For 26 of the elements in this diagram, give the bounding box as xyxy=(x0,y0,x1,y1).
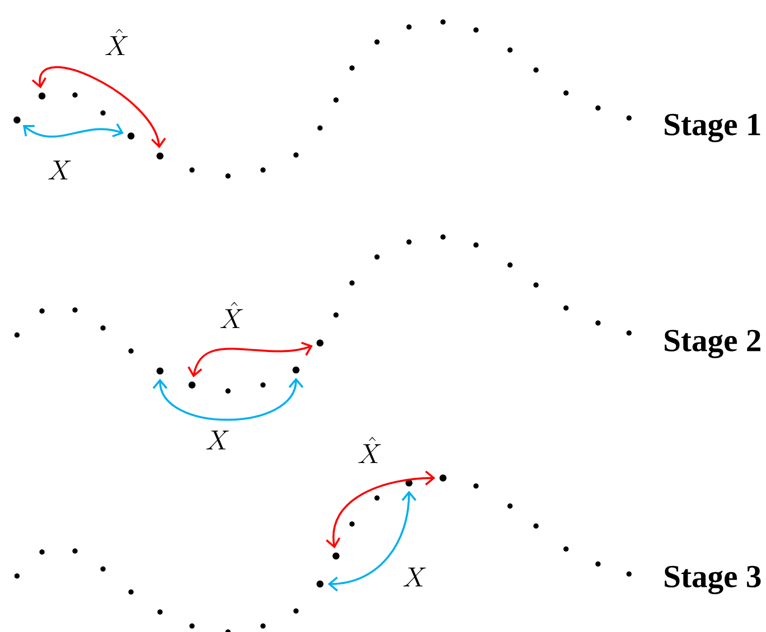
stage-label: Stage 3 xyxy=(664,566,761,594)
dot xyxy=(440,474,446,482)
dot xyxy=(316,340,324,346)
edge-label: $X$ xyxy=(204,429,232,451)
dot xyxy=(38,92,46,100)
curved-arrow xyxy=(188,342,313,378)
edge-label: $\hat{X}$ xyxy=(218,300,246,330)
dot xyxy=(128,132,134,140)
dot xyxy=(156,152,164,160)
curved-arrow xyxy=(328,490,416,592)
curved-arrow xyxy=(326,470,436,548)
edge-label: $\hat{X}$ xyxy=(103,28,131,56)
edge-label: $X$ xyxy=(401,566,429,588)
dot xyxy=(14,116,20,124)
curved-arrow xyxy=(152,378,304,421)
dot xyxy=(292,366,300,374)
stage-label: Stage 2 xyxy=(664,330,760,358)
stage-label: Stage 1 xyxy=(664,114,760,142)
curved-arrow xyxy=(22,123,124,138)
edge-label: $X$ xyxy=(46,159,74,181)
dot xyxy=(188,382,196,388)
curved-arrow xyxy=(32,66,166,148)
dot xyxy=(406,480,412,486)
dot xyxy=(316,580,324,588)
edge-label: $\hat{X}$ xyxy=(356,436,384,464)
dot xyxy=(156,368,164,374)
